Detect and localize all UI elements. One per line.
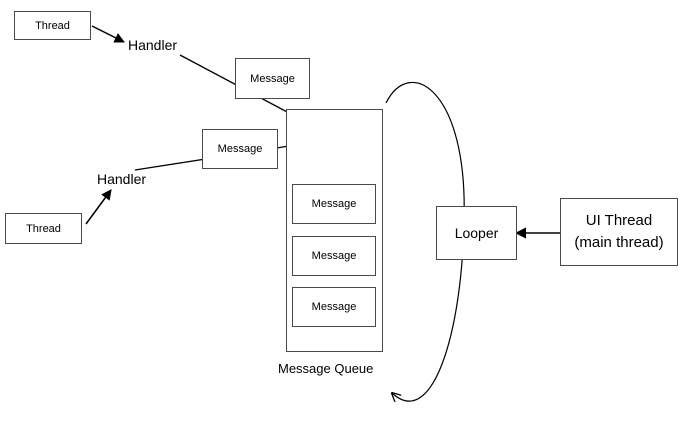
arrow-thread-to-handler-top [91, 25, 125, 43]
ui-thread-title: UI Thread [585, 212, 653, 229]
incoming-message-top: Message [235, 58, 310, 99]
looper-box: Looper [436, 206, 517, 260]
message-queue-label: Message Queue [278, 361, 374, 376]
ui-thread-box: UI Thread (main thread) [560, 198, 678, 266]
incoming-message-middle: Message [202, 129, 278, 169]
thread-box-bottom: Thread [5, 213, 82, 244]
queue-message-2: Message [292, 236, 376, 276]
queue-message-1: Message [292, 184, 376, 224]
handler-label-top: Handler [128, 37, 178, 53]
arrow-thread-to-handler-bottom [85, 189, 112, 225]
thread-box-top: Thread [14, 11, 91, 40]
queue-message-3: Message [292, 287, 376, 327]
handler-label-bottom: Handler [97, 171, 147, 187]
ui-thread-subtitle: (main thread) [574, 234, 664, 251]
